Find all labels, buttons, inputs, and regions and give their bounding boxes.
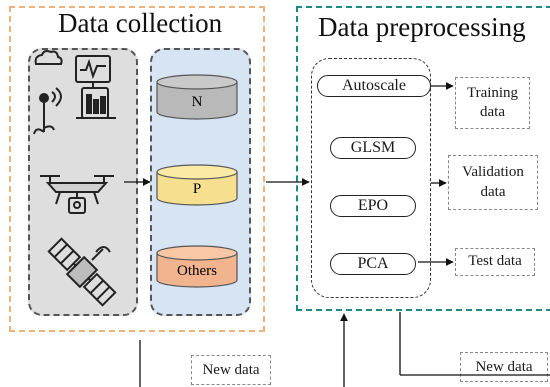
data-preprocessing-panel: [296, 6, 550, 311]
method-autoscale: Autoscale: [317, 75, 431, 97]
data-collection-panel: [9, 6, 265, 332]
test-data-box: Test data: [455, 248, 535, 276]
database-others-label: Others: [177, 263, 217, 279]
database-others: Others: [156, 245, 238, 288]
new-data-label-left: New data: [191, 355, 271, 385]
new-data-label-right: New data: [460, 352, 548, 382]
satellite-icon: [47, 237, 117, 307]
method-epo: EPO: [330, 195, 416, 217]
data-preprocessing-title: Data preprocessing: [318, 12, 526, 42]
data-collection-title: Data collection: [58, 8, 223, 38]
method-pca: PCA: [330, 253, 416, 275]
drone-icon: [40, 175, 114, 214]
database-p-label: P: [193, 181, 201, 197]
database-n: N: [156, 74, 238, 120]
database-p: P: [156, 164, 238, 206]
method-glsm: GLSM: [330, 137, 416, 159]
sensor-icon: [33, 50, 116, 135]
database-n-label: N: [192, 94, 203, 110]
